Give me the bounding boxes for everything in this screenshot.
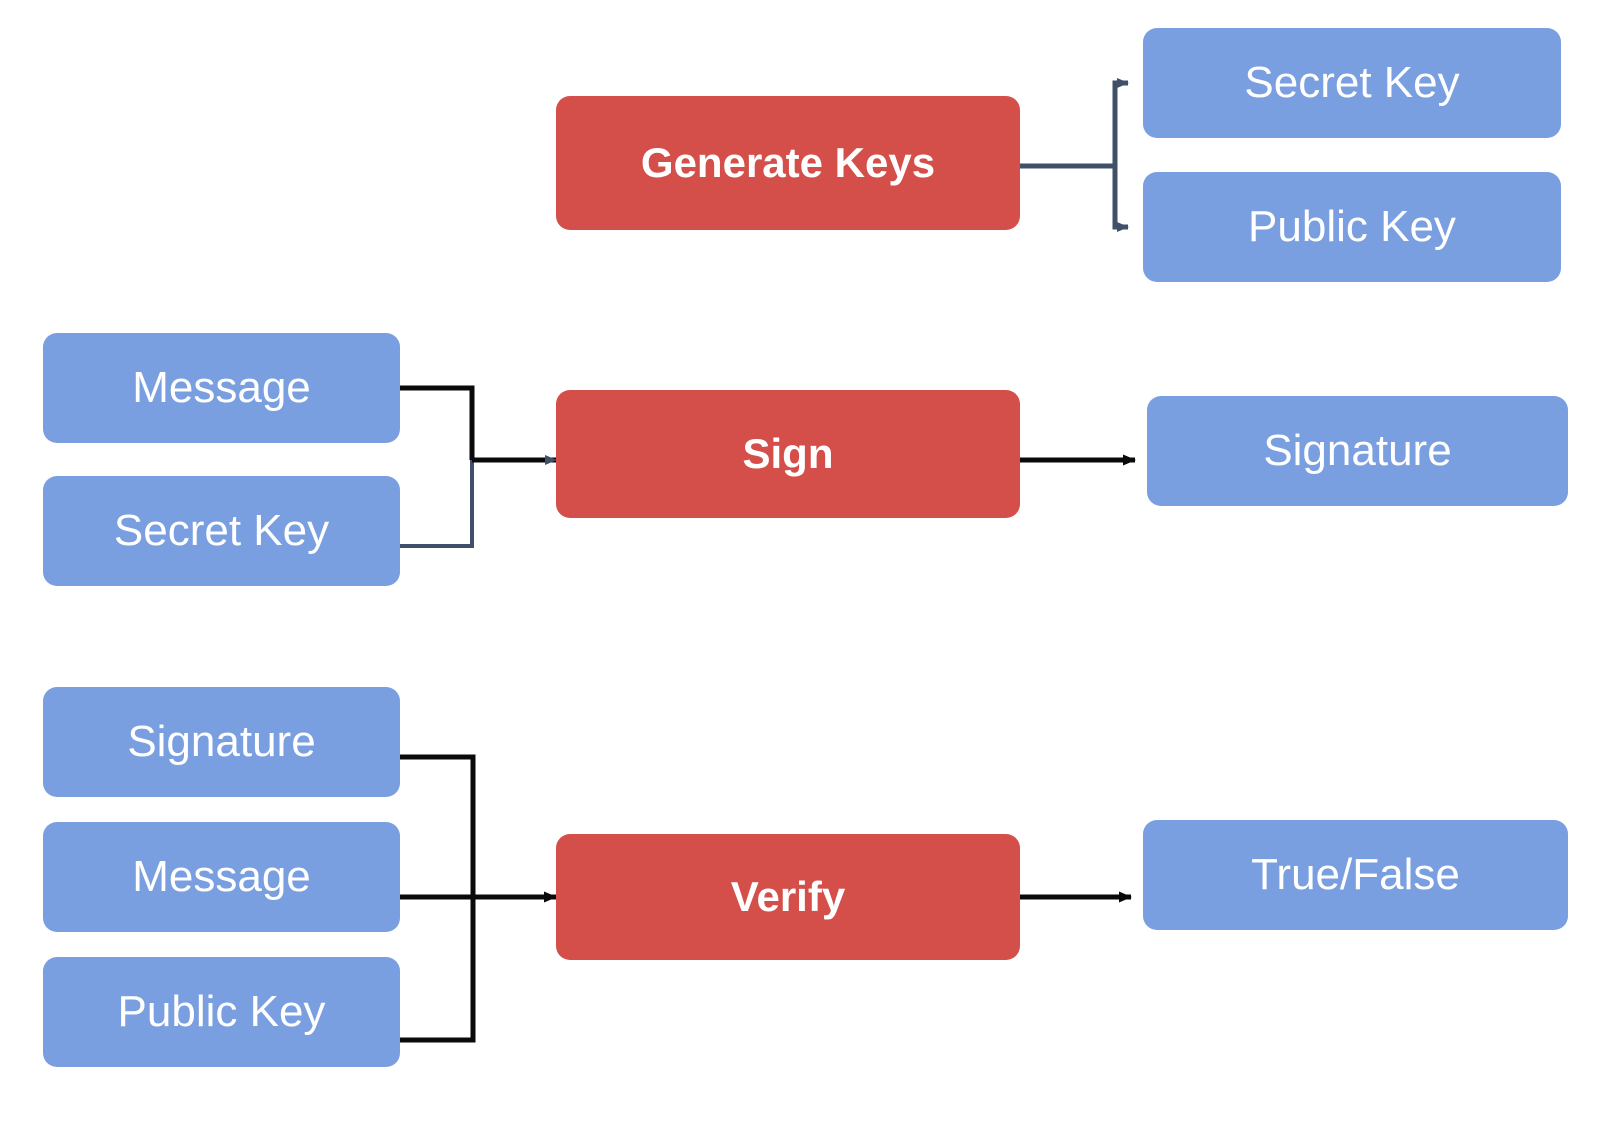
operation-verify[interactable]: Verify <box>556 834 1020 960</box>
output-secret-key-label: Secret Key <box>1244 57 1460 107</box>
output-signature[interactable]: Signature <box>1147 396 1568 506</box>
operation-generate-keys-label: Generate Keys <box>640 138 936 186</box>
input-verify-public-key-label: Public Key <box>117 986 326 1036</box>
connector-inputs-to-verify <box>400 754 557 1043</box>
operation-verify-label: Verify <box>730 872 846 920</box>
output-secret-key[interactable]: Secret Key <box>1143 28 1561 138</box>
input-verify-message[interactable]: Message <box>43 822 400 932</box>
output-public-key-label: Public Key <box>1248 201 1456 251</box>
input-sign-message-label: Message <box>132 362 311 412</box>
input-verify-signature[interactable]: Signature <box>43 687 400 797</box>
input-verify-message-label: Message <box>132 851 311 901</box>
operation-sign[interactable]: Sign <box>556 390 1020 518</box>
input-sign-secret-key[interactable]: Secret Key <box>43 476 400 586</box>
connector-generate-keys-to-keys <box>1020 78 1129 232</box>
operation-generate-keys[interactable]: Generate Keys <box>556 96 1020 230</box>
output-signature-label: Signature <box>1263 425 1452 475</box>
output-public-key[interactable]: Public Key <box>1143 172 1561 282</box>
input-verify-signature-label: Signature <box>127 716 316 766</box>
input-sign-secret-key-label: Secret Key <box>113 505 330 555</box>
output-true-false-label: True/False <box>1251 849 1460 899</box>
connector-inputs-to-sign <box>400 385 557 548</box>
input-sign-message[interactable]: Message <box>43 333 400 443</box>
output-true-false[interactable]: True/False <box>1143 820 1568 930</box>
operation-sign-label: Sign <box>742 429 834 477</box>
input-verify-public-key[interactable]: Public Key <box>43 957 400 1067</box>
